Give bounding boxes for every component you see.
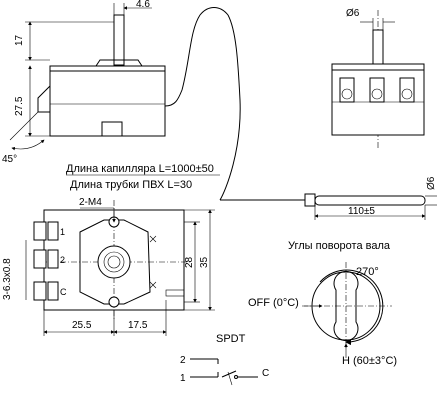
- h-label: H (60±3°C): [342, 355, 397, 367]
- dim-spacing-35: 35: [199, 256, 210, 268]
- switch-pin-1: 1: [180, 373, 186, 384]
- switch-pin-c: C: [262, 368, 269, 379]
- dim-shaft-diameter: Ø6: [346, 8, 360, 19]
- off-label: OFF (0°C): [248, 297, 299, 309]
- dim-bulb-length: 110±5: [348, 206, 375, 217]
- switch-type: SPDT: [216, 333, 246, 345]
- dim-offset-17-5: 17.5: [128, 320, 148, 331]
- terminal-2-label: 2: [60, 255, 65, 265]
- spdt-switch: SPDT 2 1 C: [180, 333, 269, 386]
- dim-spacing-28: 28: [184, 256, 195, 268]
- terminal-1-label: 1: [60, 227, 65, 237]
- dim-terminal-size: 3-6.3x0.8: [2, 258, 13, 300]
- rotation-angle: 270°: [356, 266, 379, 278]
- dim-height-27-5: 27.5: [14, 96, 25, 116]
- top-view: 1 2 C 2-M4 28 35 3-6.3x0.8 25.5: [2, 197, 215, 336]
- front-view: Ø6: [331, 8, 425, 150]
- dim-bulb-diameter: Ø6: [426, 176, 437, 190]
- dim-shaft-offset: 4.6: [136, 0, 150, 10]
- dim-height-17: 17: [14, 34, 25, 46]
- rotation-diagram: Углы поворота вала 270° OFF (0°C) H (60±…: [248, 240, 397, 367]
- dim-angle-45: 45°: [2, 154, 17, 165]
- rotation-title: Углы поворота вала: [288, 240, 391, 252]
- switch-pin-2: 2: [180, 355, 186, 366]
- pvc-tube-length-note: Длина трубки ПВХ L=30: [70, 179, 192, 191]
- sensor-bulb: 110±5 Ø6: [220, 176, 437, 220]
- terminal-c-label: C: [60, 287, 67, 297]
- dim-mount-thread: 2-M4: [79, 197, 102, 208]
- dim-offset-25-5: 25.5: [72, 320, 92, 331]
- side-view: 4.6 17 27.5 45°: [2, 0, 241, 201]
- capillary-length-note: Длина капилляра L=1000±50: [66, 163, 214, 175]
